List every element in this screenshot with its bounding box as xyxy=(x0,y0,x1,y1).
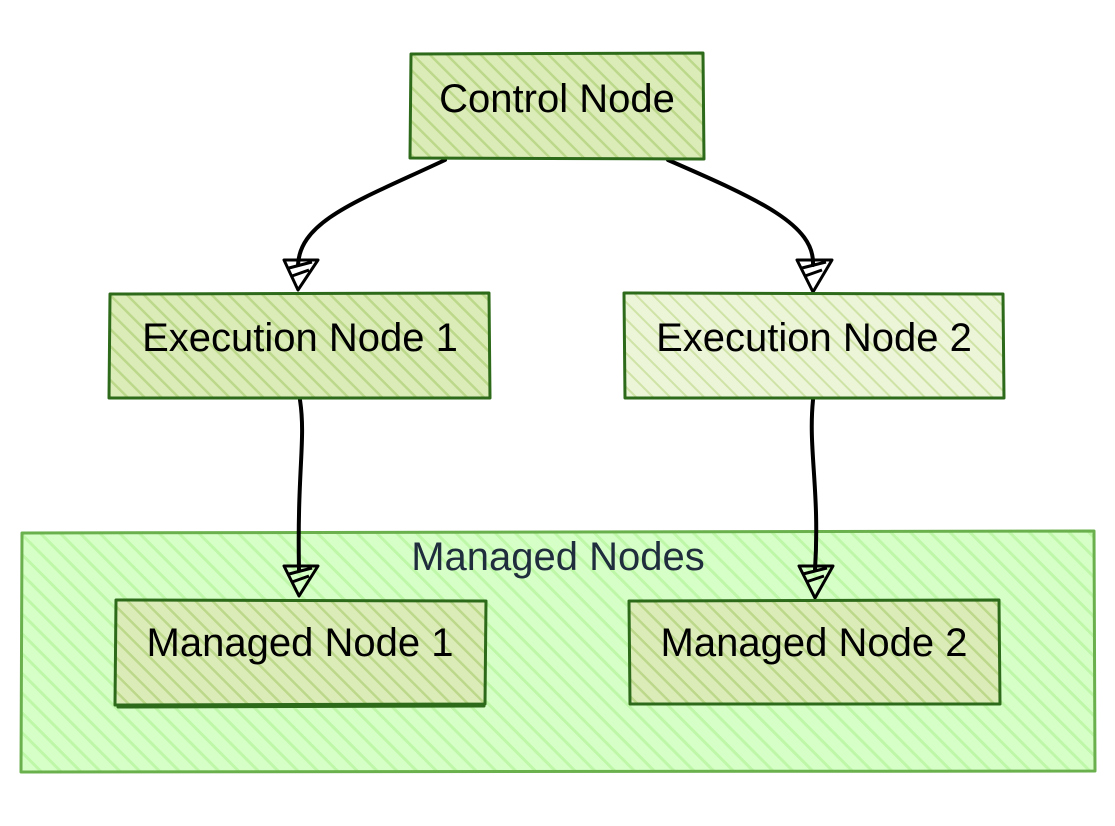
control-node: Control Node xyxy=(408,51,706,161)
managed-node-2: Managed Node 2 xyxy=(627,598,1002,706)
arrowhead-execution-1 xyxy=(282,258,320,292)
managed-nodes-group-border xyxy=(19,529,1097,774)
edges xyxy=(282,158,835,600)
control-node-label: Control Node xyxy=(439,77,675,121)
execution-node-1: Execution Node 1 xyxy=(107,291,492,400)
edge-control-to-execution-1 xyxy=(296,158,447,267)
execution-node-1-border xyxy=(107,291,492,400)
arrowhead-managed-2 xyxy=(797,564,835,600)
arrowhead-managed-1 xyxy=(282,564,320,598)
execution-node-1-label: Execution Node 1 xyxy=(142,316,458,360)
arrowhead-execution-2 xyxy=(795,258,834,294)
managed-node-2-label: Managed Node 2 xyxy=(661,621,968,665)
managed-node-1: Managed Node 1 xyxy=(113,598,488,709)
managed-node-1-border xyxy=(113,598,488,709)
control-node-border xyxy=(408,51,706,161)
execution-node-2: Execution Node 2 xyxy=(622,291,1006,400)
edge-execution-1-to-managed-1 xyxy=(296,398,305,572)
execution-node-2-label: Execution Node 2 xyxy=(656,316,972,360)
managed-nodes-group-label: Managed Nodes xyxy=(411,535,705,579)
managed-node-1-label: Managed Node 1 xyxy=(147,621,454,665)
managed-node-2-border xyxy=(627,598,1002,706)
execution-node-2-border xyxy=(622,291,1006,400)
edge-control-to-execution-2 xyxy=(666,158,816,267)
edge-execution-2-to-managed-2 xyxy=(809,398,819,572)
